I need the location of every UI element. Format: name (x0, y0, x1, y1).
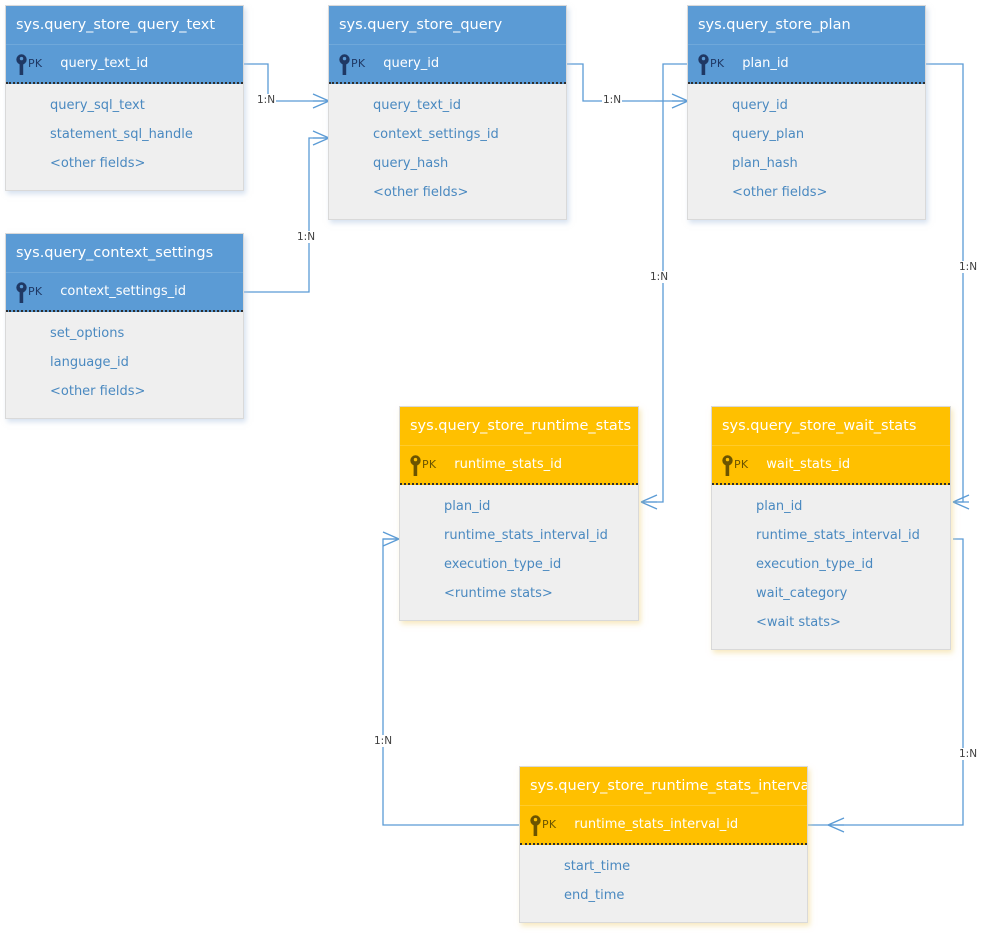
pk-badge: PK (351, 57, 366, 70)
key-icon (698, 54, 709, 75)
attribute-row[interactable]: execution_type_id (444, 557, 562, 572)
cardinality-label: 1:N (649, 271, 670, 283)
cardinality-label: 1:N (296, 231, 317, 243)
primary-key-row[interactable]: PK runtime_stats_interval_id (520, 806, 807, 845)
attribute-row[interactable]: set_options (50, 326, 125, 341)
pk-field-name: wait_stats_id (766, 457, 851, 472)
attribute-row[interactable]: language_id (50, 355, 129, 370)
pk-field-name: runtime_stats_id (454, 457, 563, 472)
entity-title: sys.query_store_query_text (6, 6, 243, 45)
attribute-list: plan_id runtime_stats_interval_id executio… (712, 485, 950, 649)
primary-key-row[interactable]: PK wait_stats_id (712, 446, 950, 485)
connector-plan-to-runtime (640, 63, 688, 510)
attribute-row[interactable]: context_settings_id (373, 127, 499, 142)
entity-title: sys.query_store_runtime_stats_interval (520, 767, 807, 806)
attribute-list: start_time end_time (520, 845, 807, 922)
key-icon (339, 54, 350, 75)
cardinality-label: 1:N (256, 94, 277, 106)
attribute-row[interactable]: execution_type_id (756, 557, 874, 572)
primary-key-row[interactable]: PK query_text_id (6, 45, 243, 84)
primary-key-row[interactable]: PK runtime_stats_id (400, 446, 638, 485)
attribute-row[interactable]: query_plan (732, 127, 805, 142)
connector-query-to-plan (567, 63, 689, 109)
key-icon (530, 815, 541, 836)
key-icon (16, 54, 27, 75)
attribute-list: set_options language_id <other fields> (6, 312, 243, 418)
key-icon (410, 455, 421, 476)
attribute-row[interactable]: wait_category (756, 586, 848, 601)
pk-badge: PK (28, 57, 43, 70)
entity-title: sys.query_context_settings (6, 234, 243, 273)
pk-field-name: query_id (383, 56, 440, 71)
pk-field-name: runtime_stats_interval_id (574, 817, 739, 832)
attribute-list: query_id query_plan plan_hash <other fields… (688, 84, 925, 219)
attribute-list: query_sql_text statement_sql_handle <other… (6, 84, 243, 190)
attribute-list: query_text_id context_settings_id query_ha… (329, 84, 566, 219)
key-icon (722, 455, 733, 476)
key-icon (16, 282, 27, 303)
pk-badge: PK (734, 458, 749, 471)
attribute-row[interactable]: plan_id (444, 499, 491, 514)
cardinality-label: 1:N (373, 735, 394, 747)
pk-badge: PK (28, 285, 43, 298)
pk-badge: PK (542, 818, 557, 831)
entity-title: sys.query_store_query (329, 6, 566, 45)
attribute-row[interactable]: start_time (564, 859, 631, 874)
cardinality-label: 1:N (602, 94, 623, 106)
attribute-row[interactable]: query_text_id (373, 98, 462, 113)
attribute-row[interactable]: statement_sql_handle (50, 127, 193, 142)
entity-title: sys.query_store_wait_stats (712, 407, 950, 446)
attribute-row[interactable]: runtime_stats_interval_id (756, 528, 920, 543)
attribute-row[interactable]: end_time (564, 888, 625, 903)
cardinality-label: 1:N (958, 261, 979, 273)
pk-field-name: query_text_id (60, 56, 149, 71)
primary-key-row[interactable]: PK query_id (329, 45, 566, 84)
pk-field-name: plan_id (742, 56, 789, 71)
primary-key-row[interactable]: PK context_settings_id (6, 273, 243, 312)
attribute-row[interactable]: <wait stats> (756, 615, 841, 630)
connector-context-to-query (244, 130, 330, 293)
attribute-row[interactable]: query_id (732, 98, 788, 113)
attribute-row[interactable]: <other fields> (732, 185, 828, 200)
attribute-row[interactable]: <runtime stats> (444, 586, 553, 601)
attribute-row[interactable]: <other fields> (50, 384, 146, 399)
primary-key-row[interactable]: PK plan_id (688, 45, 925, 84)
attribute-row[interactable]: runtime_stats_interval_id (444, 528, 608, 543)
attribute-row[interactable]: query_sql_text (50, 98, 145, 113)
attribute-row[interactable]: <other fields> (50, 156, 146, 171)
attribute-row[interactable]: plan_id (756, 499, 803, 514)
pk-badge: PK (710, 57, 725, 70)
attribute-row[interactable]: <other fields> (373, 185, 469, 200)
attribute-list: plan_id runtime_stats_interval_id executio… (400, 485, 638, 620)
pk-badge: PK (422, 458, 437, 471)
entity-title: sys.query_store_runtime_stats (400, 407, 638, 446)
pk-field-name: context_settings_id (60, 284, 186, 299)
entity-title: sys.query_store_plan (688, 6, 925, 45)
attribute-row[interactable]: query_hash (373, 156, 449, 171)
attribute-row[interactable]: plan_hash (732, 156, 798, 171)
cardinality-label: 1:N (958, 748, 979, 760)
